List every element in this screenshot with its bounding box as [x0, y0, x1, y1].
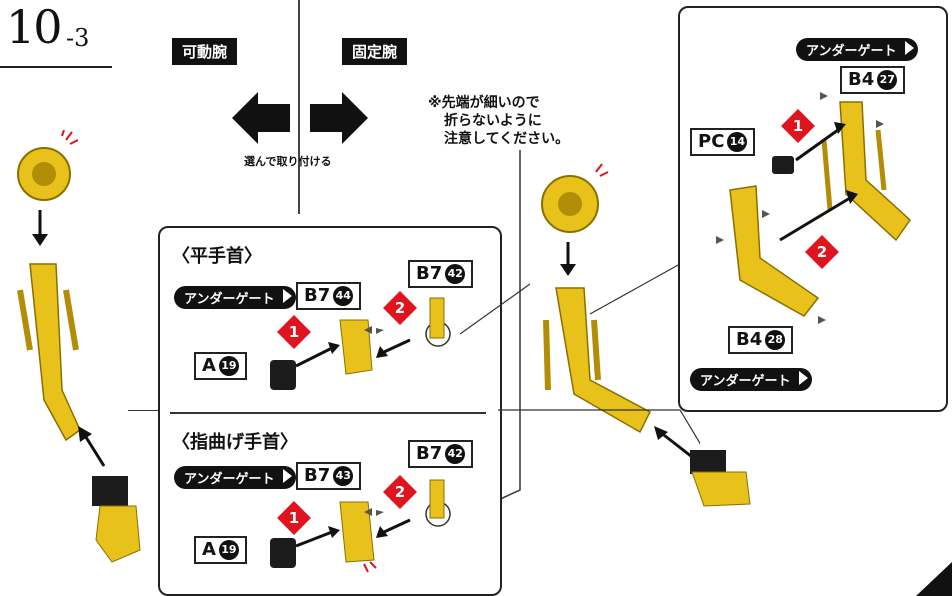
right-part-b4-bottom-label: B4: [736, 329, 763, 350]
bent-part-a-label: A: [202, 539, 216, 560]
flat-part-b7-main-number: 44: [333, 286, 354, 306]
right-part-b4-top-number: 27: [877, 70, 898, 90]
caution-note-line-3: 注意してください。: [444, 131, 570, 147]
bent-part-b7-main-number: 43: [333, 466, 354, 486]
left-arm-illustration: [17, 130, 141, 563]
page-corner-marker: [916, 562, 952, 596]
flat-part-a-number: 19: [218, 356, 239, 376]
flat-part-b7-small-number: 42: [445, 264, 466, 284]
caution-note-line-2: 折らないように: [444, 113, 542, 129]
flat-part-b7-small-label: B7: [416, 263, 443, 284]
panel-divider: [170, 412, 486, 414]
flat-part-b7-main-label: B7: [304, 285, 331, 306]
right-under-gate-bottom-badge: アンダーゲート: [690, 368, 813, 391]
bent-wrist-title: 〈指曲げ手首〉: [172, 432, 298, 453]
movable-arm-label: 可動腕: [172, 38, 238, 65]
connector-lines: [460, 264, 700, 445]
center-divider: [298, 0, 300, 214]
right-under-gate-top-label: アンダーゲート: [806, 44, 897, 59]
pill-arrow-icon: [799, 371, 809, 385]
upper-arm-illustration: [716, 92, 911, 324]
caution-note-line-1: ※先端が細いので: [428, 95, 540, 111]
pill-arrow-icon: [283, 289, 293, 303]
right-under-gate-bottom-label: アンダーゲート: [700, 374, 791, 389]
left-connector-line: [128, 410, 158, 411]
pill-arrow-icon: [283, 469, 293, 483]
choice-arrows-icon: [232, 92, 368, 144]
center-arm-illustration: [541, 163, 751, 507]
step-underline: [0, 66, 112, 68]
flat-under-gate-label: アンダーゲート: [184, 292, 275, 307]
right-part-pc-number: 14: [727, 132, 748, 152]
bent-part-a-number: 19: [218, 540, 239, 560]
right-part-pc-label: PC: [698, 131, 725, 152]
right-part-b4-bottom-number: 28: [765, 330, 786, 350]
fixed-arm-label: 固定腕: [342, 38, 408, 65]
bent-part-b7-small-number: 42: [445, 444, 466, 464]
flat-assembly-illustration: [270, 297, 451, 390]
flat-under-gate-badge: アンダーゲート: [174, 286, 297, 309]
step-number: 10: [6, 0, 63, 54]
right-part-b4-top-label: B4: [848, 69, 875, 90]
right-under-gate-top-badge: アンダーゲート: [796, 38, 919, 61]
flat-wrist-title: 〈平手首〉: [172, 246, 262, 267]
choose-attach-text: 選んで取り付ける: [244, 155, 332, 168]
bent-under-gate-badge: アンダーゲート: [174, 466, 297, 489]
bent-under-gate-label: アンダーゲート: [184, 472, 275, 487]
bent-part-b7-main-label: B7: [304, 465, 331, 486]
step-sub-number: -3: [66, 24, 90, 52]
flat-part-a-label: A: [202, 355, 216, 376]
bent-part-b7-small-label: B7: [416, 443, 443, 464]
bent-assembly-illustration: [270, 479, 451, 573]
pill-arrow-icon: [905, 41, 915, 55]
